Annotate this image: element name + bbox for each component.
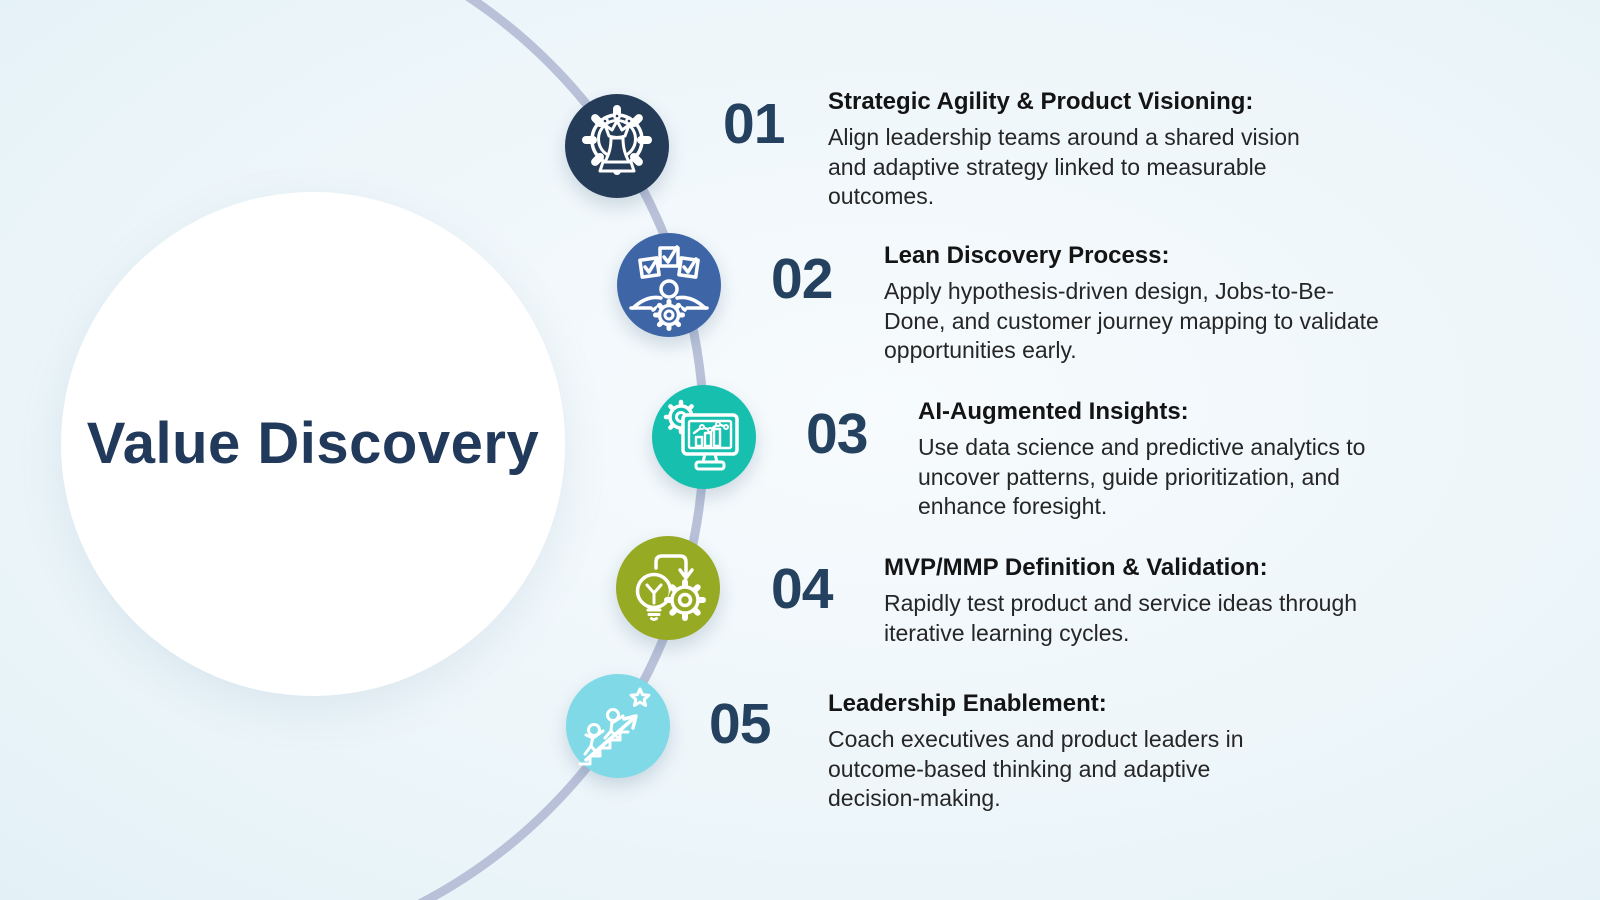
analytics-monitor-gear-icon [663,399,739,471]
step-4-heading: MVP/MMP Definition & Validation: [884,554,1268,581]
step-3-icon-badge [652,385,756,489]
page-title: Value Discovery [86,410,540,476]
step-2-number: 02 [771,247,833,311]
growth-team-star-icon [578,687,651,766]
step-3-number: 03 [806,402,868,466]
step-5-item: Leadership Enablement: Coach executives … [828,690,1273,814]
step-1-body: Align leadership teams around a shared v… [828,124,1300,210]
step-1-heading: Strategic Agility & Product Visioning: [828,88,1254,115]
step-2-body: Apply hypothesis-driven design, Jobs-to-… [884,278,1379,364]
step-1-icon-badge [565,94,669,198]
step-1-item: Strategic Agility & Product Visioning: A… [828,88,1308,212]
step-3-heading: AI-Augmented Insights: [918,398,1189,425]
step-3-item: AI-Augmented Insights: Use data science … [918,398,1393,522]
chess-strategy-gear-icon [582,105,652,175]
step-2-heading: Lean Discovery Process: [884,242,1170,269]
lightbulb-gear-arrow-icon [635,554,706,621]
step-4-item: MVP/MMP Definition & Validation: Rapidly… [884,554,1389,648]
step-2-item: Lean Discovery Process: Apply hypothesis… [884,242,1394,366]
step-4-body: Rapidly test product and service ideas t… [884,590,1358,646]
step-5-body: Coach executives and product leaders in … [828,726,1244,812]
step-5-number: 05 [709,692,771,756]
step-2-icon-badge [617,233,721,337]
step-5-heading: Leadership Enablement: [828,690,1107,717]
value-discovery-circle: Value Discovery [61,192,565,696]
step-4-icon-badge [616,536,720,640]
step-5-icon-badge [566,674,670,778]
step-3-body: Use data science and predictive analytic… [918,434,1366,520]
checklist-person-gear-icon [629,245,709,331]
step-4-number: 04 [771,557,833,621]
step-1-number: 01 [723,92,785,156]
